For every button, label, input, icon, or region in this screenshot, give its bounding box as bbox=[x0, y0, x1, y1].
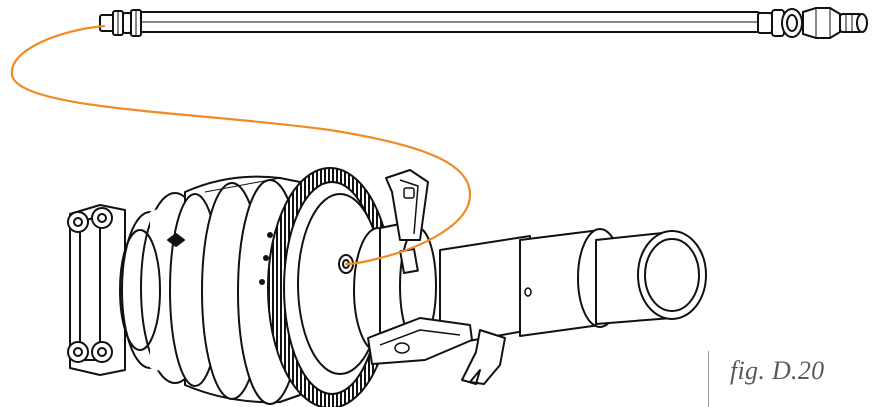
orange-sensor-cable bbox=[10, 24, 472, 266]
sensor-bracket bbox=[385, 169, 429, 241]
left-hose-fitting bbox=[99, 9, 142, 37]
clutch-collar bbox=[353, 219, 437, 353]
figure-caption-box: fig. D.20 bbox=[708, 348, 873, 407]
figure-caption: fig. D.20 bbox=[730, 356, 825, 385]
mounting-flange bbox=[67, 204, 126, 376]
clutch-shaft-assembly bbox=[67, 167, 707, 407]
fork-lug bbox=[461, 329, 506, 385]
output-shaft bbox=[439, 228, 707, 347]
caption-divider bbox=[708, 351, 709, 407]
right-hose-fitting bbox=[757, 7, 868, 39]
toothed-pulse-wheel bbox=[267, 167, 393, 407]
straight-hose bbox=[99, 7, 868, 39]
bottom-bracket bbox=[367, 317, 473, 365]
